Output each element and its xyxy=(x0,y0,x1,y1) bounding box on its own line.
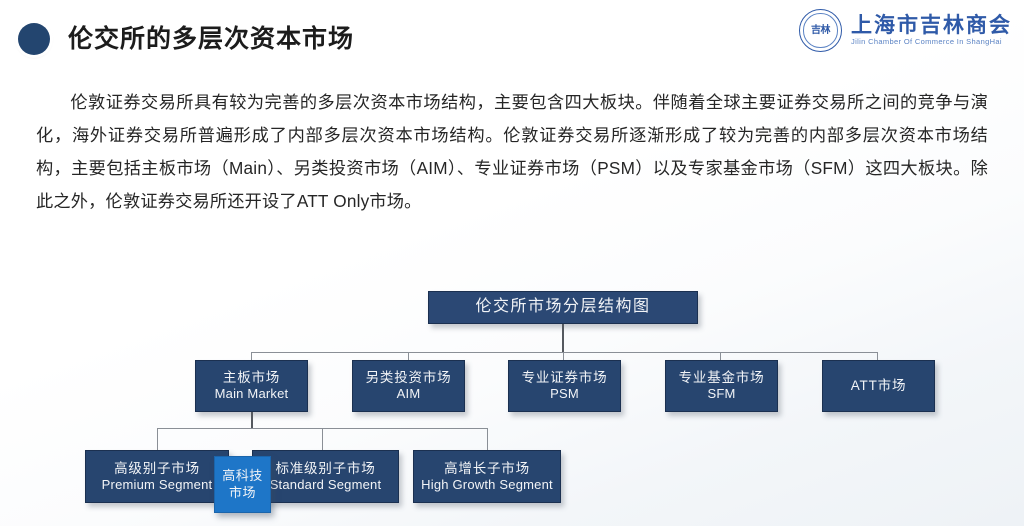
node-premium-label-cn: 高级别子市场 xyxy=(114,460,200,476)
node-standard-label-cn: 标准级别子市场 xyxy=(275,460,376,476)
node-main-market-label-cn: 主板市场 xyxy=(222,370,281,386)
node-root: 伦交所市场分层结构图 xyxy=(428,291,698,324)
title-bullet-icon xyxy=(18,23,50,55)
node-high-tech-market[interactable]: 高科技 市场 xyxy=(214,456,271,513)
slide-header: 伦交所的多层次资本市场 吉林 上海市吉林商会 Jilin Chamber Of … xyxy=(0,0,1024,62)
node-premium-segment: 高级别子市场 Premium Segment xyxy=(85,450,229,503)
connector-drop-standard xyxy=(322,428,323,450)
connector-level2-bus xyxy=(251,352,878,353)
connector-main-stem xyxy=(251,412,253,428)
seal-characters: 吉林 xyxy=(811,24,831,36)
node-high-growth-segment: 高增长子市场 High Growth Segment xyxy=(413,450,561,503)
logo-name-cn: 上海市吉林商会 xyxy=(851,14,1012,37)
node-sfm-label-cn: 专业基金市场 xyxy=(678,370,765,386)
node-psm: 专业证券市场 PSM xyxy=(508,360,621,412)
connector-drop-growth xyxy=(487,428,488,450)
node-growth-label-en: High Growth Segment xyxy=(421,476,553,492)
node-premium-label-en: Premium Segment xyxy=(101,476,213,492)
body-paragraph: 伦敦证券交易所具有较为完善的多层次资本市场结构，主要包含四大板块。伴随着全球主要… xyxy=(36,92,988,211)
connector-root-stem xyxy=(562,324,564,352)
node-main-market-label-en: Main Market xyxy=(214,386,289,402)
node-root-label-cn: 伦交所市场分层结构图 xyxy=(475,298,651,316)
node-standard-segment: 标准级别子市场 Standard Segment xyxy=(252,450,399,503)
node-aim: 另类投资市场 AIM xyxy=(352,360,465,412)
node-sfm: 专业基金市场 SFM xyxy=(665,360,778,412)
node-psm-label-en: PSM xyxy=(550,386,579,402)
node-psm-label-cn: 专业证券市场 xyxy=(521,370,608,386)
logo-text: 上海市吉林商会 Jilin Chamber Of Commerce In Sha… xyxy=(851,14,1012,47)
page-title: 伦交所的多层次资本市场 xyxy=(68,25,355,53)
node-aim-label-cn: 另类投资市场 xyxy=(365,370,452,386)
node-growth-label-cn: 高增长子市场 xyxy=(444,460,530,476)
node-att: ATT市场 xyxy=(822,360,935,412)
node-att-label-cn: ATT市场 xyxy=(850,378,907,394)
org-chart-diagram: 伦交所市场分层结构图 主板市场 Main Market 另类投资市场 AIM 专… xyxy=(0,280,1024,526)
node-standard-label-en: Standard Segment xyxy=(269,476,382,492)
seal-icon: 吉林 xyxy=(799,9,842,52)
node-sfm-label-en: SFM xyxy=(707,386,736,402)
node-main-market: 主板市场 Main Market xyxy=(195,360,308,412)
node-high-tech-label-line2: 市场 xyxy=(228,484,256,500)
node-aim-label-en: AIM xyxy=(396,386,421,402)
connector-drop-premium xyxy=(157,428,158,450)
logo-name-en: Jilin Chamber Of Commerce In ShangHai xyxy=(851,37,1002,46)
node-high-tech-label-line1: 高科技 xyxy=(222,467,263,483)
organization-logo: 吉林 上海市吉林商会 Jilin Chamber Of Commerce In … xyxy=(799,9,1012,52)
